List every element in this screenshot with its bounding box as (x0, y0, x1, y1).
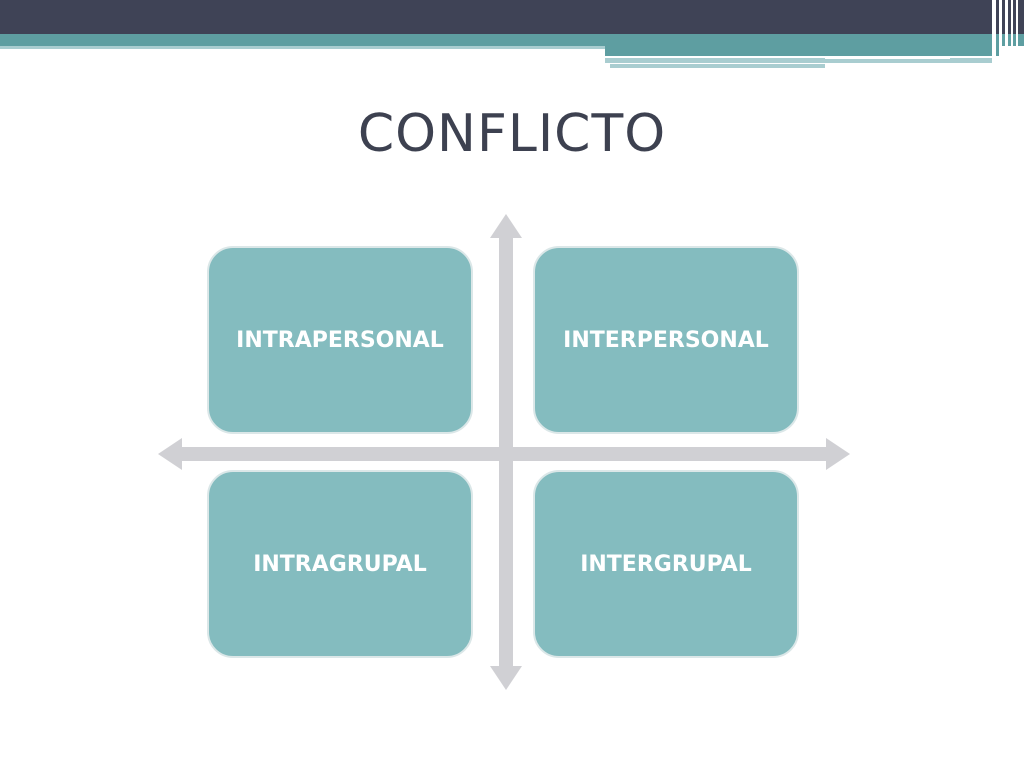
quadrant-intergrupal: INTERGRUPAL (533, 470, 799, 658)
quadrant-interpersonal: INTERPERSONAL (533, 246, 799, 434)
horizontal-arrow (158, 438, 850, 470)
quadrant-label: INTERPERSONAL (563, 327, 769, 353)
quadrant-label: INTERGRUPAL (580, 551, 752, 577)
quadrant-label: INTRAGRUPAL (253, 551, 427, 577)
header-decoration (0, 0, 1024, 70)
quadrant-intragrupal: INTRAGRUPAL (207, 470, 473, 658)
quadrant-intrapersonal: INTRAPERSONAL (207, 246, 473, 434)
quadrant-label: INTRAPERSONAL (236, 327, 444, 353)
slide-title: CONFLICTO (357, 104, 667, 164)
